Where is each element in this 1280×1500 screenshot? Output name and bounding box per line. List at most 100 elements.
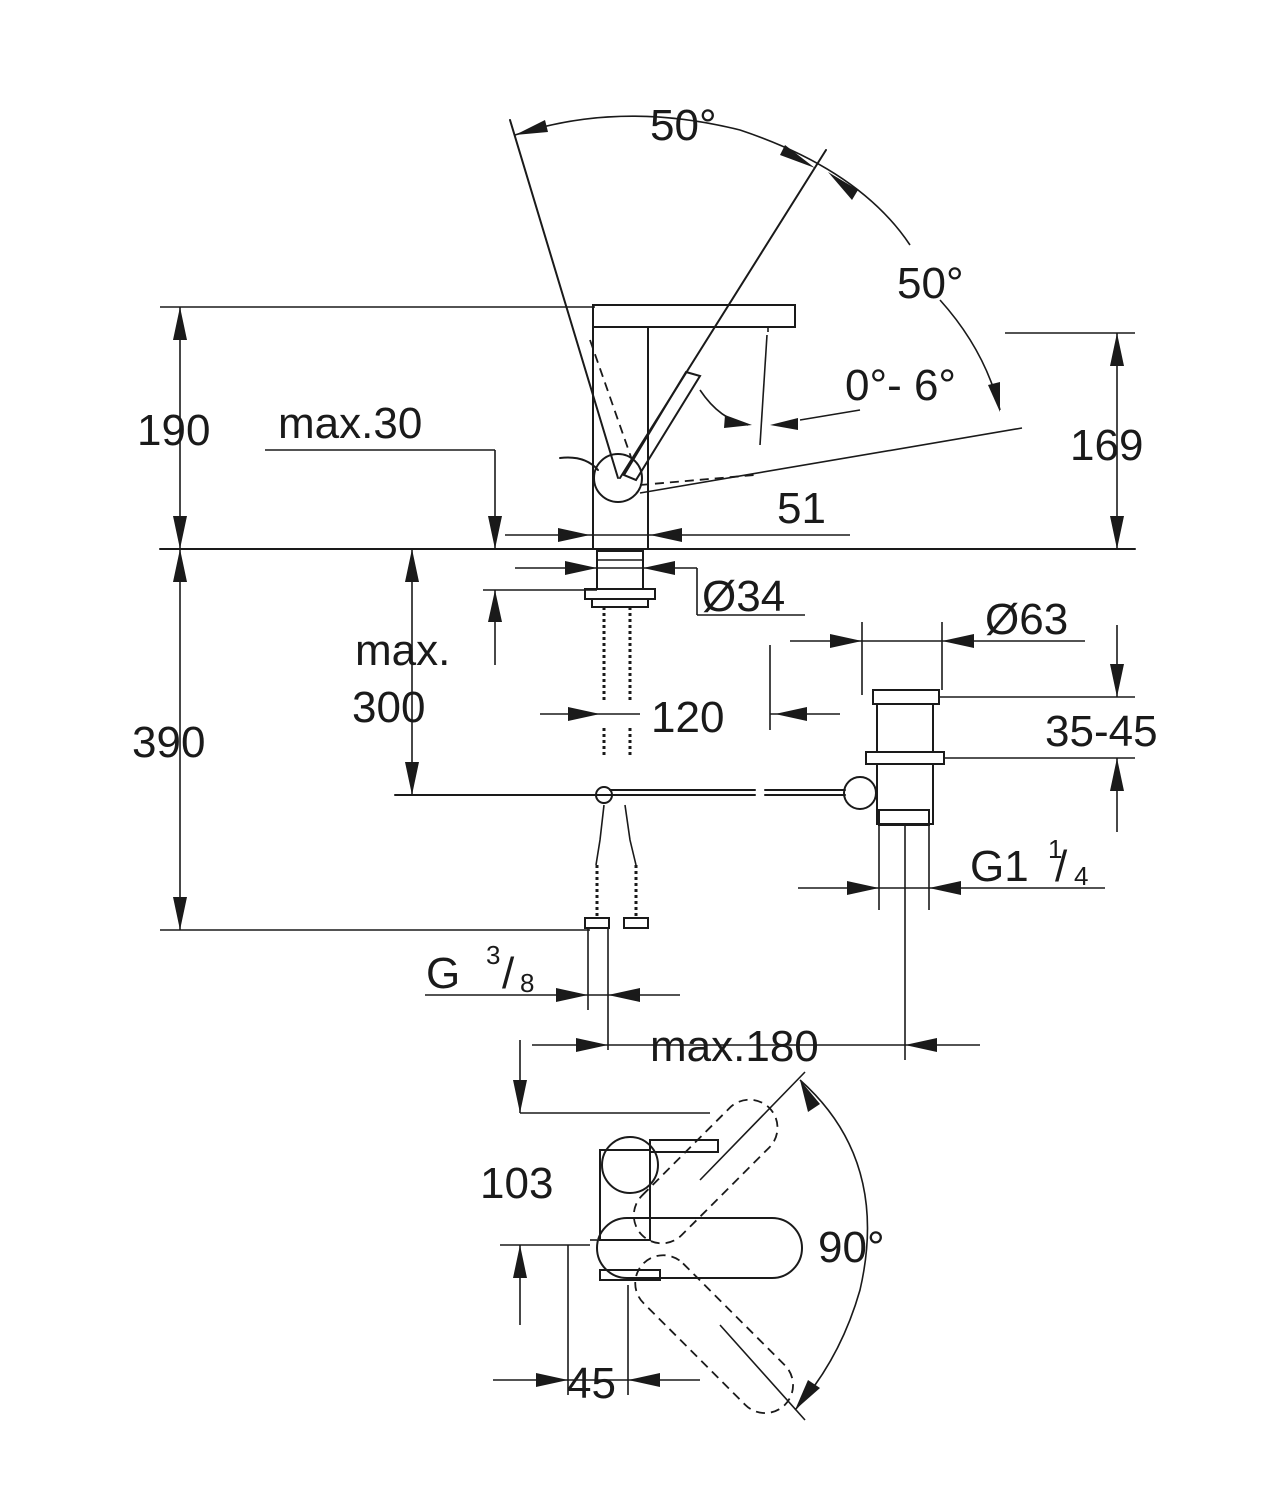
dim-max300-label-line1: max. xyxy=(355,626,450,675)
rod-joint xyxy=(595,786,613,804)
dim-g114-main: G1 xyxy=(970,842,1029,891)
dim-63-label: Ø63 xyxy=(985,595,1068,644)
lever-line-left xyxy=(509,119,619,479)
swivel-ray-bottom xyxy=(719,1324,806,1421)
tilt-leader xyxy=(799,409,861,421)
dim-120-arrow-right xyxy=(775,707,807,721)
lever-hub xyxy=(593,453,643,503)
dim-300-arrow-top xyxy=(405,549,419,582)
dim-g38-slash: / xyxy=(502,949,515,998)
waste-tail xyxy=(878,809,930,826)
arrow-arc-side xyxy=(988,382,1000,412)
angle-arc-upper xyxy=(514,115,911,246)
dim-g38-num: 3 xyxy=(486,940,500,970)
dim-45-arrow-left xyxy=(536,1373,568,1387)
dim-max300-label-line2: 300 xyxy=(352,683,425,732)
dim-51-arrow-left xyxy=(558,528,590,542)
dim-63-arrow-left xyxy=(830,634,862,648)
dim-169-arrow-top xyxy=(1110,333,1124,366)
lever-clip xyxy=(559,456,599,471)
dim-max30-arrow-up xyxy=(488,590,502,622)
supply-nut-left xyxy=(584,917,610,929)
plan-spout-base xyxy=(599,1269,661,1281)
fixing-plate xyxy=(591,598,649,608)
swivel-ray-top xyxy=(699,1071,806,1181)
supply-nut-right xyxy=(623,917,649,929)
dim-45-label: 45 xyxy=(567,1359,616,1408)
dim-390-arrow-bottom xyxy=(173,897,187,930)
plan-spout-rotated-down xyxy=(634,1254,794,1414)
dimension-lines xyxy=(173,307,1135,1052)
plan-lever-top xyxy=(649,1139,719,1153)
pop-up-waste xyxy=(843,689,945,1060)
dim-g38-arrow-left xyxy=(556,988,588,1002)
hose-curve-right xyxy=(624,804,637,866)
plan-spout xyxy=(596,1217,803,1279)
dim-63-arrow-right xyxy=(942,634,974,648)
angle-side-label: 50° xyxy=(897,259,964,308)
waste-lower xyxy=(876,763,934,825)
dim-g114-arrow-left xyxy=(847,881,879,895)
waste-flange xyxy=(872,689,940,705)
dim-max30-label: max.30 xyxy=(278,399,422,448)
swivel-arrow-bottom xyxy=(795,1380,820,1410)
dim-169-label: 169 xyxy=(1070,421,1143,470)
dim-180-arrow-right xyxy=(905,1038,937,1052)
arrow-tilt-right xyxy=(770,418,798,430)
waste-body xyxy=(876,703,934,753)
dim-34-arrow-left xyxy=(565,561,597,575)
dim-g38-den: 8 xyxy=(520,968,534,998)
dim-169-arrow-bottom xyxy=(1110,516,1124,549)
lever-dashed-1 xyxy=(589,339,633,461)
faucet-elevation xyxy=(159,115,1136,1060)
dim-103-arrow-top xyxy=(513,1080,527,1113)
dim-g114-num: 1 xyxy=(1048,834,1062,864)
dim-45-arrow-right xyxy=(628,1373,660,1387)
tilt-arc xyxy=(699,389,749,426)
dim-390-label: 390 xyxy=(132,718,205,767)
deck-nut xyxy=(596,550,644,590)
dim-190-arrow-bottom xyxy=(173,516,187,549)
dim-190-label: 190 xyxy=(137,406,210,455)
dim-180-arrow-left xyxy=(576,1038,608,1052)
arrow-arc-left xyxy=(515,120,548,135)
waste-rod-joint xyxy=(843,776,877,810)
tilt-reference-line xyxy=(639,427,1023,494)
angle-tilt-label: 0°- 6° xyxy=(845,361,956,410)
dim-max30-arrow xyxy=(488,516,502,549)
dim-51-arrow-right xyxy=(650,528,682,542)
swivel-arrow-top xyxy=(800,1080,820,1112)
dim-g114-arrow-right xyxy=(929,881,961,895)
dim-g114-den: 4 xyxy=(1074,861,1088,891)
dim-390-arrow-top xyxy=(173,549,187,582)
spout-body xyxy=(592,304,796,328)
lever-handle xyxy=(622,370,702,482)
dim-max180-label: max.180 xyxy=(650,1022,819,1071)
dim-51-label: 51 xyxy=(777,484,826,533)
labels: 50° 50° 0°- 6° 190 max.30 169 51 Ø34 max… xyxy=(132,101,1158,1408)
dim-3545-arrow-top xyxy=(1110,664,1124,697)
dim-120-label: 120 xyxy=(651,693,724,742)
dim-34-arrow-right xyxy=(643,561,675,575)
dim-34-label: Ø34 xyxy=(702,572,785,621)
arrow-arc-right xyxy=(828,172,858,200)
tilt-vertical-line xyxy=(759,334,768,446)
dim-g114-slash: / xyxy=(1055,842,1068,891)
dim-300-arrow-bottom xyxy=(405,762,419,795)
angle-swivel-label: 90° xyxy=(818,1223,885,1272)
dim-190-arrow-top xyxy=(173,307,187,340)
dim-103-label: 103 xyxy=(480,1159,553,1208)
dim-120-arrow xyxy=(568,707,600,721)
angle-upper-label: 50° xyxy=(650,101,717,150)
plan-body xyxy=(599,1149,651,1241)
swivel-arc xyxy=(794,1079,869,1411)
arrow-arc-mid xyxy=(780,145,815,168)
waste-nut xyxy=(865,751,945,765)
hose-curve-left xyxy=(595,804,605,866)
dim-3545-arrow-bottom xyxy=(1110,758,1124,791)
arrow-tilt-left xyxy=(724,415,752,428)
dim-3545-label: 35-45 xyxy=(1045,707,1158,756)
faucet-plan-view xyxy=(493,1040,869,1421)
dim-103-arrow-bottom xyxy=(513,1245,527,1278)
